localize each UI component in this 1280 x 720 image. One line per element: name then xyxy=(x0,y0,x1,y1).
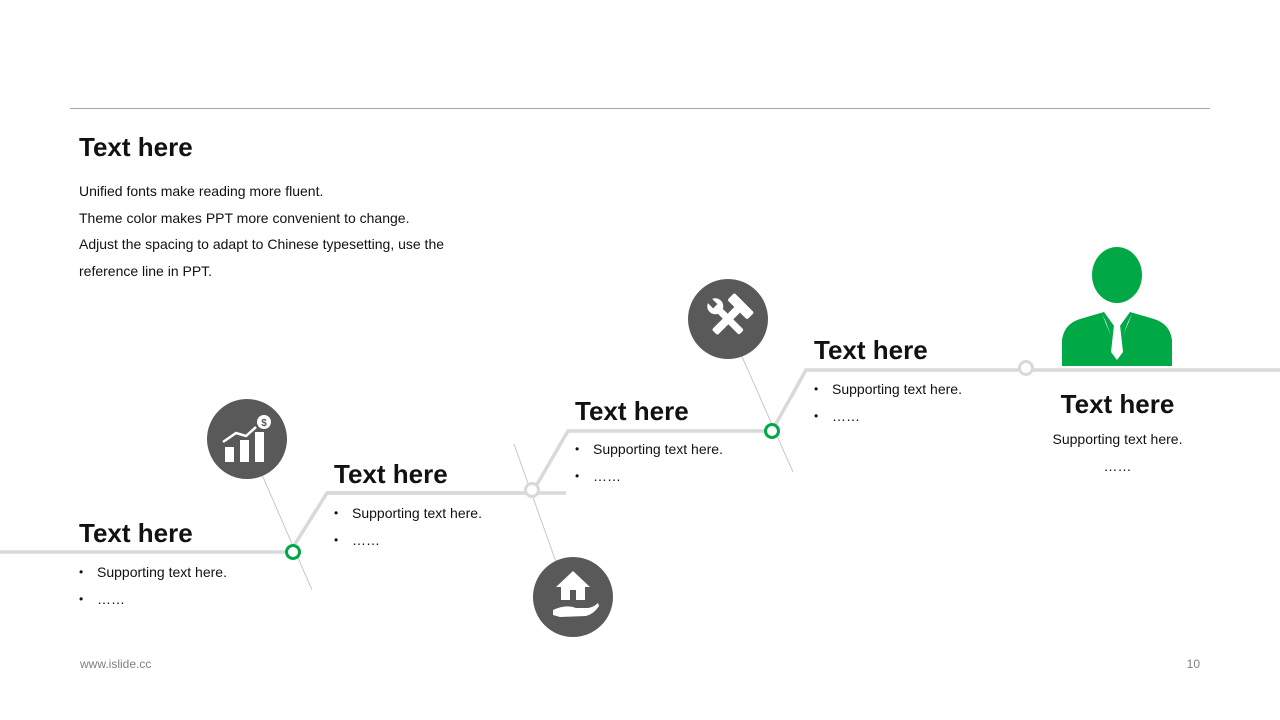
bullet-item: …… xyxy=(575,463,723,490)
step-2-title: Text here xyxy=(334,459,448,489)
path-segment xyxy=(327,368,1280,495)
wrench-hammer-tools-icon xyxy=(688,279,768,359)
svg-text:$: $ xyxy=(261,418,267,429)
intro-line: Adjust the spacing to adapt to Chinese t… xyxy=(79,236,445,252)
businessman-icon xyxy=(1062,247,1172,366)
step-3-bullets: Supporting text here. …… xyxy=(575,436,723,490)
step-1-title: Text here xyxy=(79,518,193,548)
step-node xyxy=(1018,360,1034,376)
step-node xyxy=(524,482,540,498)
step-1-bullets: Supporting text here. …… xyxy=(79,559,227,613)
intro-line: Unified fonts make reading more fluent. xyxy=(79,183,324,199)
connector-line xyxy=(513,443,557,563)
goal-title: Text here xyxy=(1060,389,1175,419)
intro-line: reference line in PPT. xyxy=(79,262,213,279)
bullet-item: …… xyxy=(334,527,482,554)
goal-text: Supporting text here. …… xyxy=(1030,426,1205,480)
step-2-bullets: Supporting text here. …… xyxy=(334,500,482,554)
growth-chart-dollar-icon: $ xyxy=(207,399,287,479)
bullet-item: …… xyxy=(79,586,227,613)
footer-url: www.islide.cc xyxy=(80,657,152,671)
bullet-item: Supporting text here. xyxy=(814,376,962,403)
bullet-item: Supporting text here. xyxy=(575,436,723,463)
house-in-hand-icon xyxy=(533,557,613,637)
step-3-title: Text here xyxy=(575,396,689,426)
intro-body: Unified fonts make reading more fluent. … xyxy=(79,178,499,284)
goal-line: …… xyxy=(1103,458,1132,474)
goal-block: Text here Supporting text here. …… xyxy=(1030,388,1205,480)
goal-line: Supporting text here. xyxy=(1052,431,1183,447)
connector-line xyxy=(259,469,313,591)
step-node-active xyxy=(764,423,780,439)
intro-line: Theme color makes PPT more convenient to… xyxy=(79,209,410,226)
bullet-item: Supporting text here. xyxy=(334,500,482,527)
header-divider xyxy=(70,108,1210,109)
connector-line xyxy=(739,351,794,473)
bullet-item: Supporting text here. xyxy=(79,559,227,586)
bullet-item: …… xyxy=(814,403,962,430)
step-node-active xyxy=(285,544,301,560)
step-4-bullets: Supporting text here. …… xyxy=(814,376,962,430)
step-4-title: Text here xyxy=(814,335,928,365)
page-number: 10 xyxy=(1186,657,1200,671)
intro-title: Text here xyxy=(79,132,193,162)
